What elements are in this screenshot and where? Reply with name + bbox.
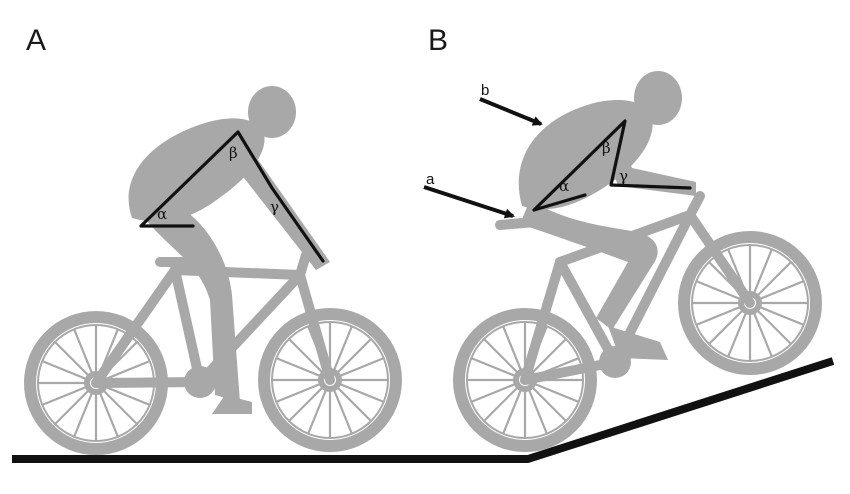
ground-line	[12, 357, 835, 463]
arrow-a-label: a	[426, 171, 435, 188]
angle-lines-b	[532, 119, 692, 212]
beta-label-a: β	[229, 144, 238, 162]
panel-label-a: A	[26, 24, 46, 57]
arrow-b	[479, 97, 543, 126]
arrow-a	[423, 185, 515, 219]
alpha-label-b: α	[559, 177, 569, 195]
arrow-b-label: b	[481, 82, 489, 99]
cyclist-a: α β γ	[30, 86, 396, 449]
angle-lines-a	[139, 130, 325, 263]
beta-label-b: β	[602, 139, 611, 157]
gamma-label-a: γ	[270, 198, 279, 216]
rider-a	[128, 86, 330, 414]
cyclist-b: α β γ	[459, 71, 816, 446]
gamma-label-b: γ	[619, 167, 628, 185]
panel-label-b: B	[428, 24, 448, 57]
alpha-label-a: α	[157, 205, 167, 223]
